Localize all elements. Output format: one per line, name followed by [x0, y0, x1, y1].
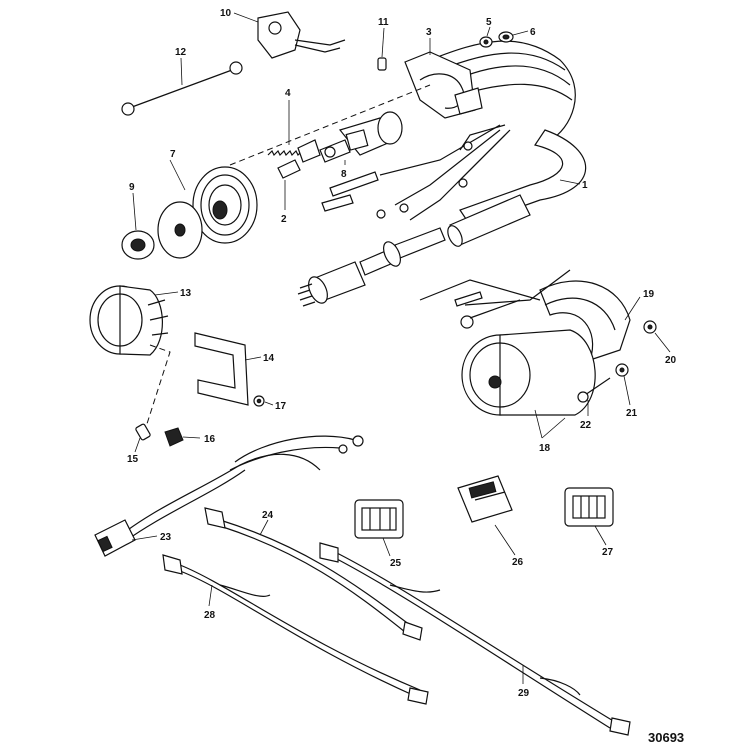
part-6-washer — [498, 31, 514, 43]
callout-11: 11 — [378, 17, 389, 28]
callout-27: 27 — [602, 547, 614, 558]
callout-15: 15 — [127, 454, 139, 465]
part-17-nut — [253, 395, 265, 407]
part-13-gauge — [89, 285, 169, 356]
part-24-harness — [204, 507, 423, 641]
callout-3: 3 — [426, 27, 432, 38]
callout-24: 24 — [262, 510, 274, 521]
part-1-main-harness — [297, 40, 587, 307]
callout-14: 14 — [263, 353, 275, 364]
part-29-harness — [319, 542, 631, 736]
part-21-washer — [615, 363, 629, 377]
callout-21: 21 — [626, 408, 638, 419]
callout-6: 6 — [530, 27, 536, 38]
part-3-bracket — [404, 51, 483, 119]
part-23-harness — [94, 435, 364, 557]
part-28-harness — [162, 554, 429, 705]
callout-20: 20 — [665, 355, 677, 366]
part-25-connector — [354, 499, 404, 539]
callout-18: 18 — [539, 443, 551, 454]
part-20-nut — [643, 320, 657, 334]
part-19-bracket — [539, 280, 631, 361]
leader-lines — [131, 12, 671, 684]
callout-16: 16 — [204, 434, 216, 445]
callout-4: 4 — [285, 88, 291, 99]
part-8-ignition-switch — [319, 111, 403, 163]
part-27-connector — [564, 487, 614, 527]
part-7-bezel — [157, 166, 258, 259]
part-2-clip — [277, 139, 321, 179]
callout-13: 13 — [180, 288, 192, 299]
callout-12: 12 — [175, 47, 187, 58]
part-10-switch — [257, 11, 346, 59]
callout-8: 8 — [341, 169, 347, 180]
part-12-ground-strap — [121, 61, 243, 116]
callout-22: 22 — [580, 420, 592, 431]
part-22-screw — [577, 377, 611, 403]
callout-7: 7 — [170, 149, 176, 160]
callout-28: 28 — [204, 610, 216, 621]
part-14-u-bracket — [144, 332, 249, 431]
part-16-boot — [164, 427, 184, 447]
callout-29: 29 — [518, 688, 530, 699]
callout-9: 9 — [129, 182, 135, 193]
part-11-plug — [377, 57, 387, 71]
part-26-connector — [457, 475, 513, 523]
figure-number: 30693 — [648, 730, 684, 745]
callout-10: 10 — [220, 8, 232, 19]
part-5-nut — [479, 36, 493, 48]
callout-1: 1 — [582, 180, 588, 191]
callout-labels: 1 2 3 4 5 6 7 8 9 10 11 12 13 14 15 16 1… — [127, 8, 677, 699]
callout-5: 5 — [486, 17, 492, 28]
part-15-bulb — [135, 423, 151, 441]
callout-26: 26 — [512, 557, 524, 568]
part-18-gauge — [419, 269, 596, 416]
callout-23: 23 — [160, 532, 172, 543]
callout-25: 25 — [390, 558, 402, 569]
part-9-nut — [121, 230, 155, 260]
callout-2: 2 — [281, 214, 287, 225]
callout-17: 17 — [275, 401, 287, 412]
callout-19: 19 — [643, 289, 655, 300]
